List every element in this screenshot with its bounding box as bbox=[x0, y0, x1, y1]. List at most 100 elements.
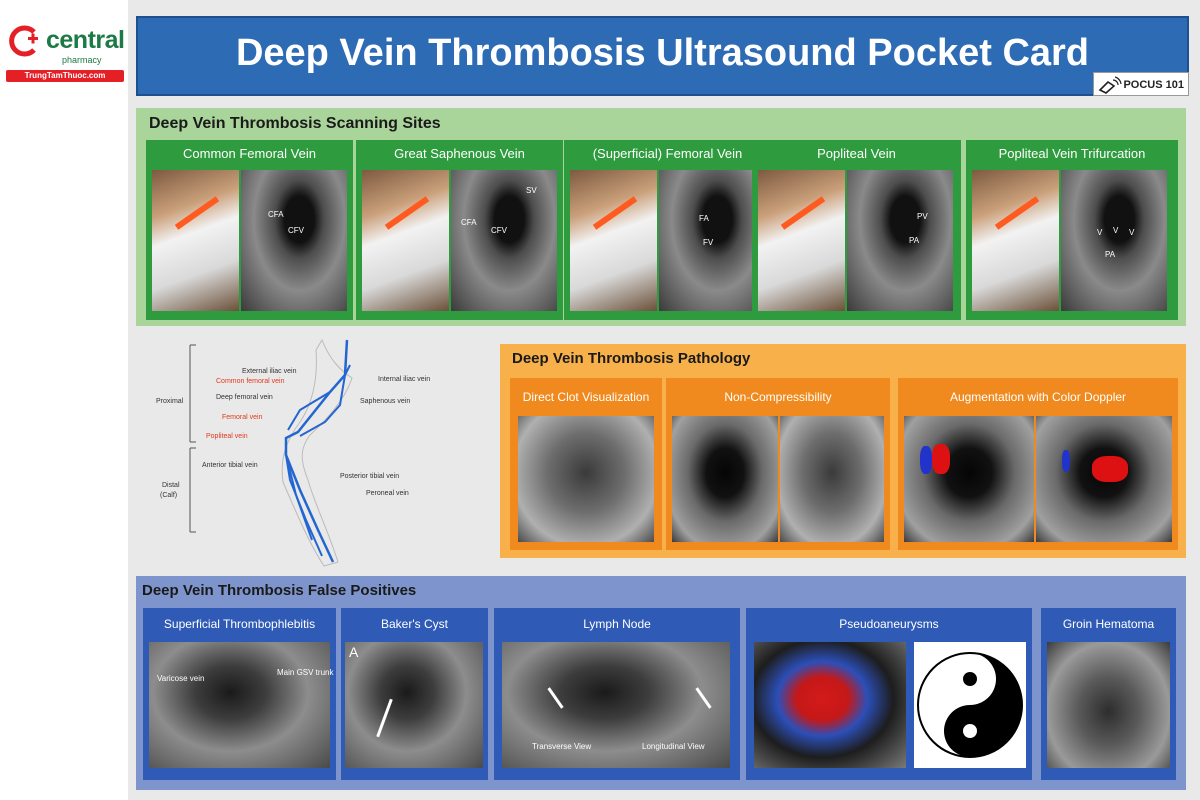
image-caption: Varicose vein bbox=[157, 674, 205, 683]
doppler-flow-red bbox=[932, 444, 950, 474]
pathology-card-label: Augmentation with Color Doppler bbox=[949, 390, 1127, 404]
us-tag: PV bbox=[917, 212, 928, 221]
ultrasound-image bbox=[518, 416, 654, 542]
arrow-icon bbox=[695, 687, 712, 709]
probe-icon bbox=[1098, 76, 1122, 94]
ultrasound-image: PV PA bbox=[847, 170, 953, 311]
site-card-common-femoral: Common Femoral Vein CFA CFV bbox=[146, 140, 353, 320]
doppler-image bbox=[1036, 416, 1172, 542]
anatomy-label: Proximal bbox=[156, 398, 184, 405]
leg-photo bbox=[758, 170, 845, 311]
logo-site-link[interactable]: TrungTamThuoc.com bbox=[6, 70, 124, 82]
leg-photo bbox=[362, 170, 449, 311]
leg-photo bbox=[570, 170, 657, 311]
site-card-femoral: (Superficial) Femoral Vein FA FV bbox=[564, 140, 771, 320]
yin-yang-icon bbox=[914, 642, 1026, 768]
anatomy-label: (Calf) bbox=[160, 492, 178, 499]
us-tag: PA bbox=[909, 236, 920, 245]
scanning-sites-title: Deep Vein Thrombosis Scanning Sites bbox=[149, 115, 441, 132]
pathology-card-doppler: Augmentation with Color Doppler bbox=[898, 378, 1178, 550]
anatomy-label: Distal bbox=[162, 482, 180, 489]
fp-card-label: Superficial Thrombophlebitis bbox=[163, 617, 316, 631]
anatomy-label: Femoral vein bbox=[222, 414, 263, 421]
ultrasound-image: A bbox=[345, 642, 483, 768]
pathology-card-clot: Direct Clot Visualization bbox=[510, 378, 662, 550]
site-label: Popliteal Vein Trifurcation bbox=[998, 146, 1146, 161]
pocus-badge: POCUS 101 bbox=[1093, 72, 1189, 96]
fp-card-pseudoaneurysms: Pseudoaneurysms bbox=[746, 608, 1032, 780]
logo-strip bbox=[0, 0, 128, 800]
leg-photo bbox=[972, 170, 1059, 311]
fp-card-label: Lymph Node bbox=[583, 617, 651, 631]
us-tag: FV bbox=[703, 238, 714, 247]
doppler-flow-blue bbox=[1062, 450, 1070, 472]
us-tag: CFA bbox=[268, 210, 284, 219]
fp-card-label: Pseudoaneurysms bbox=[839, 617, 939, 631]
pathology-card-label: Direct Clot Visualization bbox=[522, 390, 650, 404]
site-label: Great Saphenous Vein bbox=[394, 146, 525, 161]
image-caption: Main GSV trunk bbox=[277, 668, 334, 677]
title-bar: Deep Vein Thrombosis Ultrasound Pocket C… bbox=[136, 16, 1189, 96]
anatomy-label: Peroneal vein bbox=[366, 490, 409, 497]
ultrasound-image: FA FV bbox=[659, 170, 765, 311]
anatomy-label: Posterior tibial vein bbox=[340, 473, 400, 480]
site-label: Common Femoral Vein bbox=[183, 146, 316, 161]
fp-card-groin-hematoma: Groin Hematoma bbox=[1041, 608, 1176, 780]
us-tag: CFV bbox=[491, 226, 507, 235]
us-tag: CFV bbox=[288, 226, 304, 235]
us-tag: V bbox=[1113, 226, 1119, 235]
ultrasound-image bbox=[1047, 642, 1170, 768]
false-positives-title: Deep Vein Thrombosis False Positives bbox=[142, 582, 417, 599]
doppler-image bbox=[754, 642, 906, 768]
ultrasound-image: V V V PA bbox=[1061, 170, 1167, 311]
site-label: Popliteal Vein bbox=[817, 146, 896, 161]
anatomy-label: Internal iliac vein bbox=[378, 376, 431, 383]
ultrasound-image: Varicose vein Main GSV trunk bbox=[149, 642, 334, 768]
site-card-trifurcation: Popliteal Vein Trifurcation V V V PA bbox=[966, 140, 1178, 320]
ultrasound-image: CFA CFV bbox=[241, 170, 347, 311]
leg-vein-anatomy-diagram: Proximal Distal (Calf) External iliac ve… bbox=[140, 330, 460, 570]
doppler-flow-red bbox=[1092, 456, 1128, 482]
us-tag: V bbox=[1097, 228, 1103, 237]
ultrasound-image: CFA CFV SV bbox=[451, 170, 557, 311]
leg-outline-icon bbox=[189, 338, 353, 567]
site-card-great-saphenous: Great Saphenous Vein CFA CFV SV bbox=[356, 140, 563, 320]
anatomy-label: Anterior tibial vein bbox=[202, 462, 258, 469]
site-label: (Superficial) Femoral Vein bbox=[592, 146, 743, 161]
pocus-badge-label: POCUS 101 bbox=[1123, 79, 1184, 91]
leg-photo bbox=[152, 170, 239, 311]
fp-card-bakers-cyst: Baker's Cyst A bbox=[341, 608, 488, 780]
us-tag: V bbox=[1129, 228, 1135, 237]
anatomy-label: Common femoral vein bbox=[216, 378, 285, 385]
page-title: Deep Vein Thrombosis Ultrasound Pocket C… bbox=[235, 32, 1090, 74]
pathology-card-compressibility: Non-Compressibility bbox=[666, 378, 890, 550]
pathology-title: Deep Vein Thrombosis Pathology bbox=[512, 350, 751, 367]
doppler-flow-blue bbox=[920, 446, 932, 474]
image-caption: A bbox=[349, 644, 359, 660]
central-logo-icon bbox=[9, 25, 38, 57]
us-tag: SV bbox=[526, 186, 537, 195]
ultrasound-image: Transverse View Longitudinal View bbox=[502, 642, 730, 768]
fp-card-label: Baker's Cyst bbox=[381, 617, 448, 631]
anatomy-label: Saphenous vein bbox=[360, 398, 411, 405]
site-card-popliteal: Popliteal Vein PV PA bbox=[752, 140, 961, 320]
ultrasound-image bbox=[672, 416, 778, 542]
fp-card-label: Groin Hematoma bbox=[1062, 617, 1155, 631]
image-caption: Transverse View bbox=[532, 742, 592, 751]
us-tag: FA bbox=[699, 214, 709, 223]
us-tag: PA bbox=[1105, 250, 1116, 259]
pathology-card-label: Non-Compressibility bbox=[724, 390, 832, 404]
logo-subtitle: pharmacy bbox=[62, 55, 102, 65]
logo-name: central bbox=[46, 26, 125, 54]
arrow-icon bbox=[376, 698, 393, 738]
doppler-image bbox=[904, 416, 1034, 542]
arrow-icon bbox=[547, 687, 564, 709]
anatomy-label: External iliac vein bbox=[242, 368, 297, 375]
fp-card-thrombophlebitis: Superficial Thrombophlebitis Varicose ve… bbox=[143, 608, 336, 780]
ultrasound-image bbox=[780, 416, 884, 542]
fp-card-lymph-node: Lymph Node Transverse View Longitudinal … bbox=[494, 608, 740, 780]
anatomy-label: Deep femoral vein bbox=[216, 394, 273, 401]
image-caption: Longitudinal View bbox=[642, 742, 705, 751]
anatomy-label: Popliteal vein bbox=[206, 433, 248, 440]
us-tag: CFA bbox=[461, 218, 477, 227]
